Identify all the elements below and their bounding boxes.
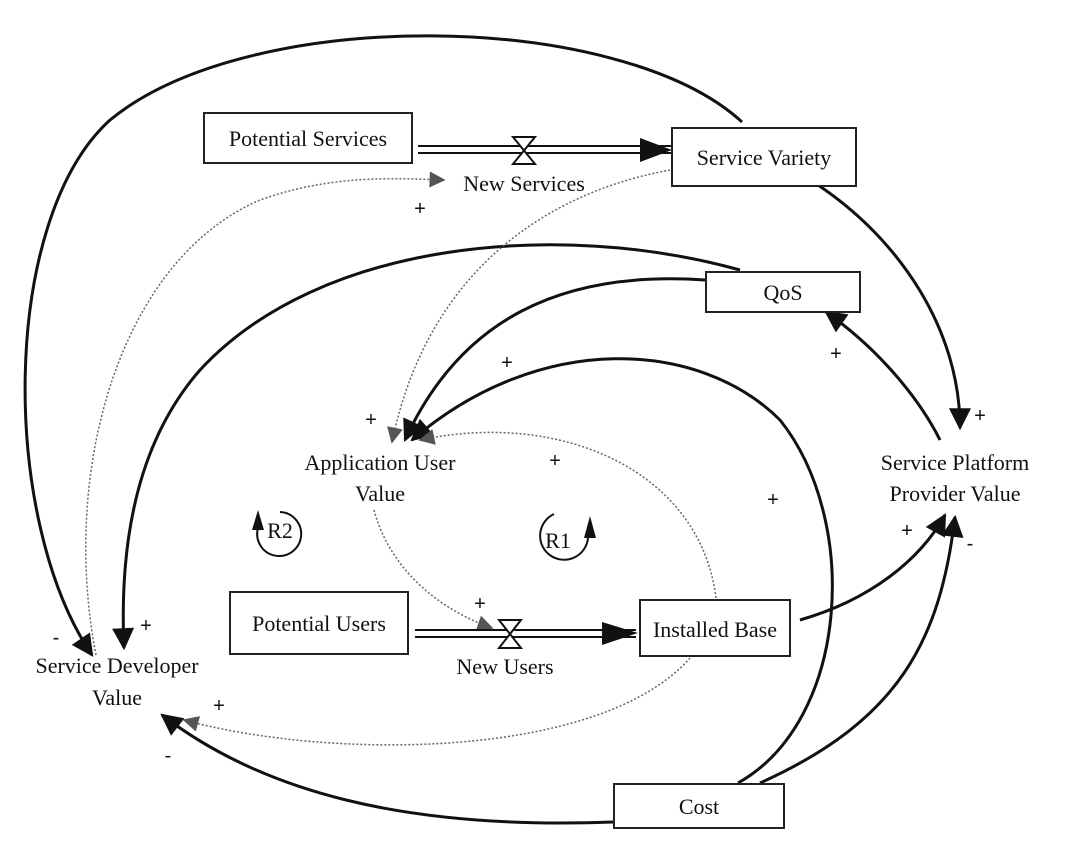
stock-installed-base-label: Installed Base bbox=[653, 617, 777, 642]
loop-r1: R1 bbox=[539, 513, 596, 561]
var-application-user-value[interactable]: Application User Value bbox=[305, 450, 457, 506]
stock-qos[interactable]: QoS bbox=[705, 271, 861, 313]
link-installed-base-to-app-user-value bbox=[418, 429, 717, 599]
stock-qos-label: QoS bbox=[763, 280, 802, 305]
link-installed-base-to-spp-value bbox=[799, 513, 947, 622]
polarity-service-variety-to-spp: + bbox=[974, 405, 986, 427]
stock-installed-base[interactable]: Installed Base bbox=[639, 599, 791, 657]
link-service-variety-to-spp-value bbox=[817, 183, 971, 431]
link-sdv-to-new-services bbox=[85, 171, 446, 656]
stock-cost-label: Cost bbox=[679, 794, 719, 819]
link-cost-to-spp-value bbox=[759, 514, 964, 785]
var-sdv-line1: Service Developer bbox=[35, 653, 199, 678]
polarity-sdv-in-minus: - bbox=[53, 627, 60, 649]
polarity-cost-to-sdv: - bbox=[165, 745, 172, 767]
var-spp-value-line2: Provider Value bbox=[890, 481, 1021, 506]
loop-r2-label: R2 bbox=[267, 518, 293, 543]
link-service-variety-to-app-user-value bbox=[387, 169, 671, 444]
stock-service-variety-label: Service Variety bbox=[697, 145, 832, 170]
polarity-cost-to-auv: + bbox=[501, 352, 513, 374]
polarity-installed-base-dotted-to-auv: + bbox=[549, 450, 561, 472]
var-service-developer-value[interactable]: Service Developer Value bbox=[35, 653, 199, 710]
link-app-user-value-to-new-users bbox=[373, 509, 494, 631]
link-qos-to-app-user-value bbox=[403, 277, 706, 442]
stock-service-variety[interactable]: Service Variety bbox=[671, 127, 857, 187]
flow-pipe-new-users bbox=[415, 619, 638, 649]
stock-cost[interactable]: Cost bbox=[613, 783, 785, 829]
link-service-variety-to-service-developer-value bbox=[23, 34, 744, 657]
stock-potential-services[interactable]: Potential Services bbox=[203, 112, 413, 164]
polarity-spp-to-qos: + bbox=[830, 343, 842, 365]
polarity-sdv-to-new-services: + bbox=[414, 198, 426, 220]
loop-r2: R2 bbox=[252, 510, 303, 557]
polarity-sdv-in-plus: + bbox=[140, 615, 152, 637]
link-spp-value-to-qos bbox=[824, 310, 942, 441]
flow-pipe-new-services bbox=[418, 136, 676, 165]
valve-new-services bbox=[510, 136, 538, 165]
link-cost-to-service-developer-value bbox=[160, 713, 615, 825]
var-app-user-value-line1: Application User bbox=[305, 450, 457, 475]
polarity-auv-to-new-users: + bbox=[474, 593, 486, 615]
flow-new-services-label: New Services bbox=[463, 171, 585, 196]
stock-potential-services-label: Potential Services bbox=[229, 126, 387, 151]
polarity-installed-base-to-sdv: + bbox=[213, 695, 225, 717]
var-sdv-line2: Value bbox=[92, 685, 142, 710]
var-spp-value-line1: Service Platform bbox=[881, 450, 1029, 475]
link-cost-to-app-user-value bbox=[410, 357, 834, 785]
var-spp-value[interactable]: Service Platform Provider Value bbox=[881, 450, 1029, 506]
stock-potential-users-label: Potential Users bbox=[252, 611, 386, 636]
polarity-installed-base-to-auv: + bbox=[767, 489, 779, 511]
stock-potential-users[interactable]: Potential Users bbox=[229, 591, 409, 655]
valve-new-users bbox=[496, 619, 524, 649]
flow-new-users-label: New Users bbox=[456, 654, 553, 679]
loop-r1-label: R1 bbox=[545, 528, 571, 553]
var-app-user-value-line2: Value bbox=[355, 481, 405, 506]
polarity-installed-base-to-spp: + bbox=[901, 520, 913, 542]
link-installed-base-to-sdv bbox=[182, 657, 691, 746]
link-qos-to-service-developer-value bbox=[112, 243, 741, 651]
polarity-auv-incoming: + bbox=[365, 409, 377, 431]
polarity-cost-to-spp: - bbox=[967, 533, 974, 555]
